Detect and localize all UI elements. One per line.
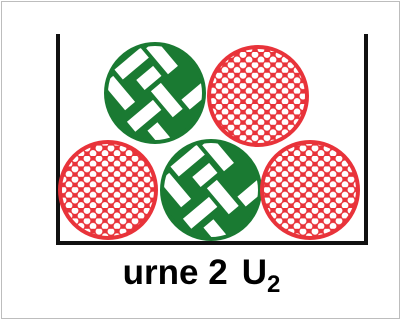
red-dotted-ball-left — [60, 142, 156, 238]
urn-caption: urne 2 U2 — [0, 253, 403, 293]
red-dotted-ball-top — [209, 47, 307, 145]
urn-symbol: U2 — [242, 253, 281, 292]
urn-symbol-letter: U — [242, 253, 267, 292]
urn-label: urne 2 — [123, 253, 228, 292]
red-dotted-ball-right — [262, 142, 358, 238]
green-woven-ball-top — [96, 27, 225, 157]
urn-symbol-subscript: 2 — [267, 271, 280, 298]
